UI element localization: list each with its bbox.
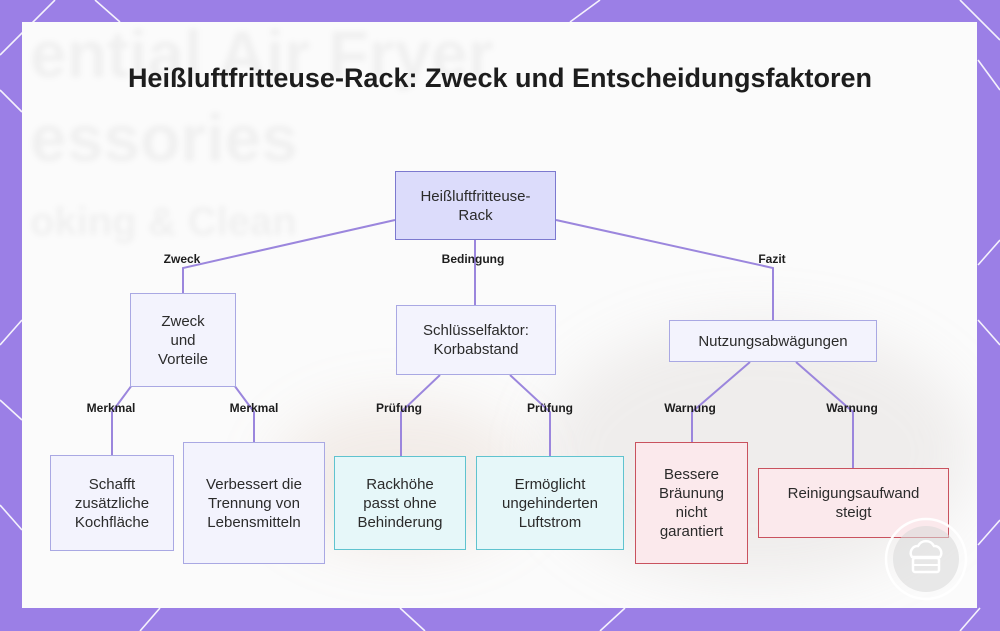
node-root: Heißluftfritteuse-Rack (395, 171, 556, 240)
edge-label-bedingung: Bedingung (441, 252, 505, 266)
node-braeunung: Bessere Bräunung nicht garantiert (635, 442, 748, 564)
edge-label-zweck: Zweck (163, 252, 201, 266)
edge-warnung-1 (691, 361, 751, 442)
node-rackhoehe: Rackhöhe passt ohne Behinderung (334, 456, 466, 550)
edge-warnung-2 (795, 361, 854, 468)
node-schluesselfaktor: Schlüsselfaktor: Korbabstand (396, 305, 556, 375)
background-text: oking & Clean (30, 200, 297, 245)
edge-pruefung-2 (509, 374, 551, 456)
diagram-title: Heißluftfritteuse-Rack: Zweck und Entsch… (127, 63, 873, 93)
background-text: ential Air Fryer (30, 22, 493, 92)
edge-fazit (555, 219, 774, 320)
node-reinigungsaufwand: Reinigungsaufwand steigt (758, 468, 949, 538)
edge-label-pruefung: Prüfung (376, 401, 422, 415)
edge-label-merkmal: Merkmal (86, 401, 136, 415)
edge-label-merkmal: Merkmal (229, 401, 279, 415)
edge-label-warnung: Warnung (826, 401, 878, 415)
edge-zweck (182, 219, 396, 293)
node-verbessert-trennung: Verbessert die Trennung von Lebensmittel… (183, 442, 325, 564)
edge-pruefung-1 (400, 374, 441, 456)
node-zweck-und-vorteile: Zweck und Vorteile (130, 293, 236, 387)
edge-merkmal-2 (233, 384, 255, 442)
edge-label-fazit: Fazit (758, 252, 786, 266)
chef-hat-logo-icon (884, 517, 968, 601)
node-luftstrom: Ermöglicht ungehinderten Luftstrom (476, 456, 624, 550)
edge-label-pruefung: Prüfung (527, 401, 573, 415)
edge-merkmal-1 (111, 384, 133, 455)
node-schafft-kochflaeche: Schafft zusätzliche Kochfläche (50, 455, 174, 551)
edge-label-warnung: Warnung (664, 401, 716, 415)
background-text: essories (30, 100, 298, 176)
node-nutzungsabwaegungen: Nutzungsabwägungen (669, 320, 877, 362)
